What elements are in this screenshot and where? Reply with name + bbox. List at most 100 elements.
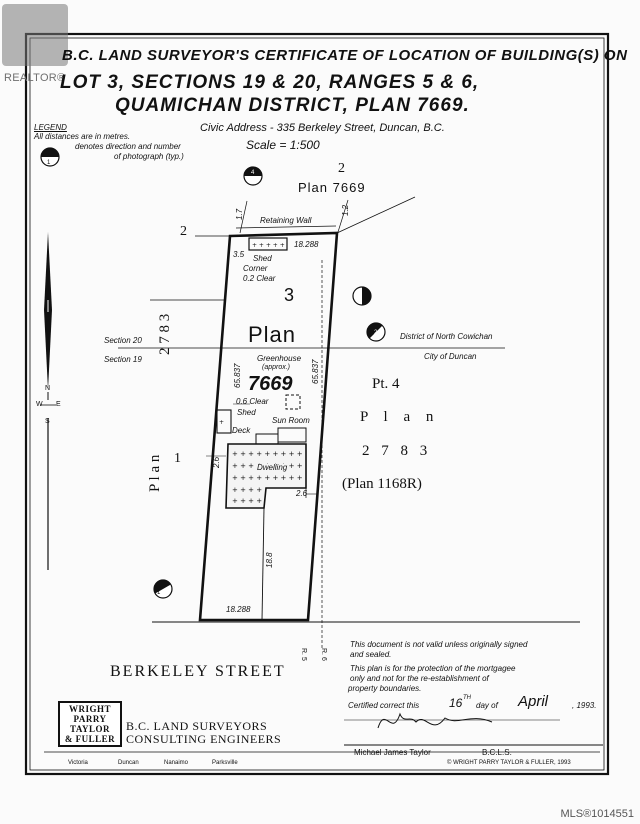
lot-2-line [336, 196, 416, 234]
realtor-logo-icon [2, 4, 68, 66]
certified-month: April [518, 693, 549, 710]
civic-address: Civic Address - 335 Berkeley Street, Dun… [200, 122, 445, 134]
sun-room-label: Sun Room [272, 416, 310, 425]
plan-1168r-label: (Plan 1168R) [342, 476, 422, 492]
dim-18-8: 18.8 [265, 552, 274, 568]
lot-3-label: 3 [284, 285, 295, 305]
header-line-2: LOT 3, SECTIONS 19 & 20, RANGES 5 & 6, [60, 72, 480, 93]
deck-label: Deck [232, 426, 251, 435]
plan-left-word: P l a n [147, 454, 163, 492]
clear-06-label: 0.6 Clear [236, 397, 269, 406]
office-parksville: Parksville [212, 760, 238, 766]
certified-year: , 1993. [572, 701, 597, 710]
top-width-dim: 18.288 [294, 240, 319, 249]
dim-1-7: 1.7 [235, 208, 244, 220]
bottom-width-dim: 18.288 [226, 605, 251, 614]
range-6-label: R. 6 [320, 648, 327, 661]
clear-02-label: 0.2 Clear [243, 274, 276, 283]
plan-7669-top-label: Plan 7669 [298, 180, 366, 195]
pt-4-label: Pt. 4 [372, 376, 400, 392]
lot-2-top-label: 2 [338, 161, 345, 176]
legend-title: LEGEND [34, 123, 67, 132]
firm-logo-line-1: WRIGHT [68, 704, 111, 714]
firm-logo-line-2: PARRY [73, 714, 107, 724]
city-of-duncan-label: City of Duncan [424, 352, 477, 361]
signer-name: Michael James Taylor [354, 748, 431, 757]
left-length-dim: 65.837 [233, 363, 242, 388]
certified-day-word: day of [476, 701, 498, 710]
note-1-line-2: and sealed. [350, 650, 392, 659]
office-nanaimo: Nanaimo [164, 760, 189, 766]
lot-3-boundary [198, 231, 339, 622]
photo-1-number-bottom: 1 [157, 590, 161, 596]
photo-1-number-legend: 1 [47, 160, 51, 166]
firm-logo-line-4: & FULLER [64, 734, 116, 744]
west-letter: W [36, 401, 43, 408]
certified-day: 16 [449, 696, 463, 710]
photo-4-number: 4 [251, 170, 255, 176]
plan-right-number: 2 7 8 3 [362, 443, 432, 459]
range-5-label: R. 5 [300, 648, 307, 661]
note-2-line-2: only and not for the re-establishment of [350, 674, 489, 683]
shed-top [248, 237, 288, 251]
dwelling-label: Dwelling [257, 463, 288, 472]
firm-logo: WRIGHT PARRY TAYLOR & FULLER [58, 701, 122, 747]
dim-2-6-left: 2.6 [212, 456, 221, 468]
outer-border [24, 32, 610, 776]
signature [377, 712, 493, 729]
plan-center-label: Plan [248, 322, 297, 347]
firm-name-line-1: B.C. LAND SURVEYORS [126, 719, 268, 733]
photo-3-number: 3 [367, 297, 371, 303]
dim-1-2: 1.2 [341, 204, 350, 216]
section-20-label: Section 20 [104, 336, 142, 345]
legend-line-2: denotes direction and number [75, 142, 181, 151]
lot-2-left-label: 2 [180, 224, 187, 239]
street-name: BERKELEY STREET [110, 663, 286, 680]
header-line-1: B.C. LAND SURVEYOR'S CERTIFICATE OF LOCA… [62, 47, 628, 64]
legend-line-1: All distances are in metres. [34, 132, 131, 141]
north-letter: N [45, 385, 51, 392]
svg-text:+: + [219, 419, 224, 426]
greenhouse-approx-label: (approx.) [262, 364, 291, 371]
realtor-watermark: REALTOR® [0, 0, 74, 84]
note-2-line-3: property boundaries. [348, 684, 422, 693]
plan-right-word: P l a n [360, 409, 440, 425]
shed-top-label: Shed [253, 254, 272, 263]
plan-2783-left-number: 2 7 8 3 [157, 313, 173, 355]
district-north-cowichan-label: District of North Cowichan [400, 332, 493, 341]
south-letter: S [45, 418, 50, 425]
scale: Scale = 1:500 [246, 138, 320, 152]
dwelling [225, 443, 307, 509]
svg-text:+ + + +: + + + + [232, 497, 262, 505]
dim-3-5: 3.5 [233, 250, 245, 259]
copyright-line: © WRIGHT PARRY TAYLOR & FULLER, 1993 [447, 760, 571, 766]
office-duncan: Duncan [118, 760, 139, 766]
certified-day-suffix: TH [463, 695, 471, 701]
header-line-3: QUAMICHAN DISTRICT, PLAN 7669. [115, 95, 470, 116]
dim-2-6-right: 2.6 [296, 489, 308, 498]
mls-number: MLS®1014551 [560, 808, 634, 820]
photo-symbols [40, 147, 386, 599]
legend-line-3: of photograph (typ.) [114, 152, 184, 161]
plan-center-number: 7669 [248, 373, 293, 395]
certified-prefix: Certified correct this [348, 701, 420, 710]
firm-logo-line-3: TAYLOR [69, 724, 110, 734]
right-length-dim: 65.837 [311, 359, 320, 384]
signer-title: B.C.L.S. [482, 748, 512, 757]
svg-text:+ + + + +: + + + + + [252, 242, 285, 249]
office-victoria: Victoria [68, 760, 88, 766]
note-2-line-1: This plan is for the protection of the m… [350, 664, 516, 673]
firm-name-line-2: CONSULTING ENGINEERS [126, 732, 282, 746]
north-arrow [40, 232, 56, 570]
realtor-label: REALTOR® [4, 72, 66, 84]
lot-1-label: 1 [174, 451, 181, 466]
svg-text:+ + + +: + + + + [232, 486, 262, 494]
svg-text:+ + + + + + + + +: + + + + + + + + + [232, 474, 303, 482]
shed-left-label: Shed [237, 408, 256, 417]
shed-left [216, 409, 232, 434]
photo-2-number: 2 [374, 330, 378, 336]
note-1-line-1: This document is not valid unless origin… [350, 640, 528, 649]
svg-text:+ + + + + + + + +: + + + + + + + + + [232, 450, 303, 458]
